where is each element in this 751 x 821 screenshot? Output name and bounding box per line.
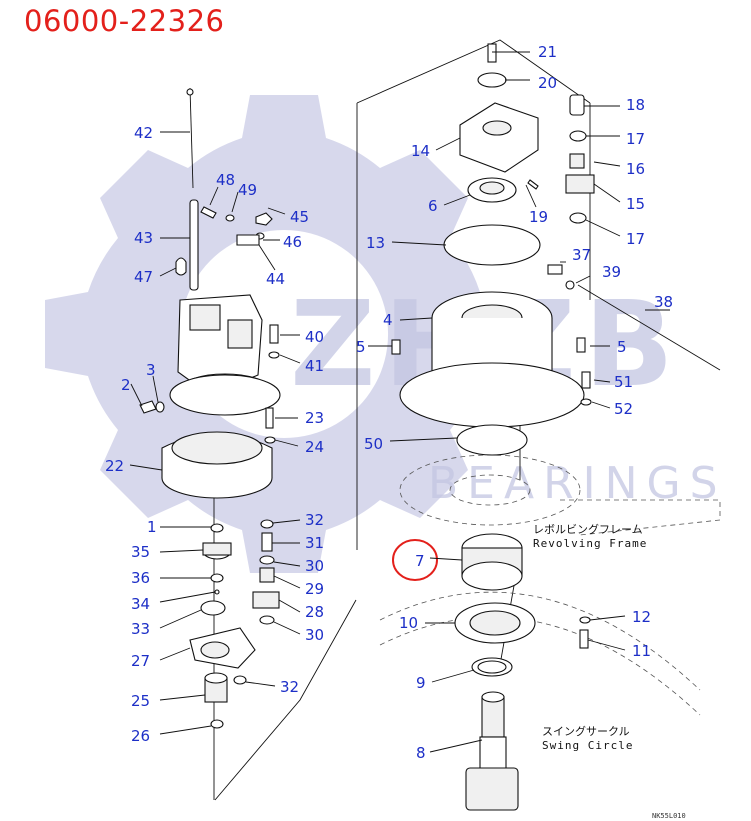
callout-35: 35 [131, 543, 150, 561]
callout-49: 49 [238, 181, 257, 199]
callout-29: 29 [305, 580, 324, 598]
part-50-gasket [456, 424, 528, 456]
callout-37: 37 [572, 246, 591, 264]
callout-24: 24 [305, 438, 324, 456]
parts-15-16-planet [565, 153, 595, 194]
callout-30-top: 30 [305, 557, 324, 575]
part-26-washer [210, 719, 224, 729]
callout-36: 36 [131, 569, 150, 587]
parts-44-49-bracket-set [200, 206, 273, 246]
callout-17-bottom: 17 [626, 230, 645, 248]
callout-41: 41 [305, 357, 324, 375]
callout-52: 52 [614, 400, 633, 418]
drawing-reference: NK55L010 [652, 812, 686, 820]
highlight-circle [392, 539, 438, 581]
callout-13: 13 [366, 234, 385, 252]
callout-38: 38 [654, 293, 673, 311]
callout-19: 19 [529, 208, 548, 226]
callout-45: 45 [290, 208, 309, 226]
revolving-frame-outline [399, 454, 581, 526]
part-27-carrier [189, 627, 256, 669]
callout-30-bottom: 30 [305, 626, 324, 644]
callout-2: 2 [121, 376, 131, 394]
part-4-housing [399, 291, 585, 428]
part-14-carrier [459, 102, 539, 173]
callout-27: 27 [131, 652, 150, 670]
part-9-spacer [471, 657, 513, 677]
part-25-gear [204, 672, 228, 703]
callout-48: 48 [216, 171, 235, 189]
part-43-tube [189, 199, 199, 291]
callout-50: 50 [364, 435, 383, 453]
swing-circle-label-jp: スイングサークル [542, 724, 630, 738]
parts-37-39-fitting [547, 264, 721, 371]
callout-16: 16 [626, 160, 645, 178]
revolving-frame-label-en: Revolving Frame [533, 537, 647, 550]
callout-21: 21 [538, 43, 557, 61]
callout-11: 11 [632, 642, 651, 660]
part-47-clamp [175, 257, 187, 276]
callout-32-top: 32 [305, 511, 324, 529]
callout-33: 33 [131, 620, 150, 638]
parts-40-41-bolt [268, 324, 280, 359]
callout-51: 51 [614, 373, 633, 391]
parts-1-36-34-washers [210, 523, 224, 595]
callout-23: 23 [305, 409, 324, 427]
callout-8: 8 [416, 744, 426, 762]
callout-28: 28 [305, 603, 324, 621]
callout-44: 44 [266, 270, 285, 288]
callout-12: 12 [632, 608, 651, 626]
part-7-bearing [461, 533, 523, 591]
callout-47: 47 [134, 268, 153, 286]
callout-42: 42 [134, 124, 153, 142]
callout-5-left: 5 [356, 338, 366, 356]
parts-2-3-plug [139, 400, 165, 414]
callout-43: 43 [134, 229, 153, 247]
parts-17-21-upper [477, 43, 587, 224]
revolving-frame-label-jp: レボルビングフレーム [533, 522, 643, 536]
callout-3: 3 [146, 361, 156, 379]
part-13-gasket [443, 224, 541, 266]
leader-lines [129, 51, 670, 753]
part-number-title: 06000-22326 [24, 4, 225, 38]
watermark-subtitle: BEARINGS [428, 458, 727, 509]
callout-7: 7 [415, 552, 425, 570]
part-8-pinion-shaft [465, 691, 519, 811]
callout-31: 31 [305, 534, 324, 552]
parts-28-32-planet-set [233, 519, 280, 685]
callout-26: 26 [131, 727, 150, 745]
callout-5-right: 5 [617, 338, 627, 356]
parts-10-12-seal-ring [454, 602, 591, 649]
callout-46: 46 [283, 233, 302, 251]
callout-numbers: 1 2 3 4 5 5 6 7 8 9 10 11 12 13 14 15 16… [105, 43, 673, 762]
callout-32-bottom: 32 [280, 678, 299, 696]
swing-motor-assembly [169, 294, 281, 416]
part-6-bearing [467, 177, 539, 203]
callout-6: 6 [428, 197, 438, 215]
callout-1: 1 [147, 518, 157, 536]
callout-34: 34 [131, 595, 150, 613]
callout-18: 18 [626, 96, 645, 114]
callout-9: 9 [416, 674, 426, 692]
callout-17-top: 17 [626, 130, 645, 148]
part-22-ring-gear [161, 431, 273, 499]
parts-23-24-bolt [264, 407, 276, 444]
part-42-dipstick [186, 87, 194, 189]
part-33-thrust-washer [200, 600, 226, 616]
swing-circle-label-en: Swing Circle [542, 739, 633, 752]
callout-40: 40 [305, 328, 324, 346]
parts-5-51-52-bolts [391, 337, 592, 406]
callout-22: 22 [105, 457, 124, 475]
callout-14: 14 [411, 142, 430, 160]
callout-4: 4 [383, 311, 393, 329]
callout-10: 10 [399, 614, 418, 632]
callout-25: 25 [131, 692, 150, 710]
callout-20: 20 [538, 74, 557, 92]
part-35-bearing [202, 542, 232, 560]
callout-39: 39 [602, 263, 621, 281]
callout-15: 15 [626, 195, 645, 213]
